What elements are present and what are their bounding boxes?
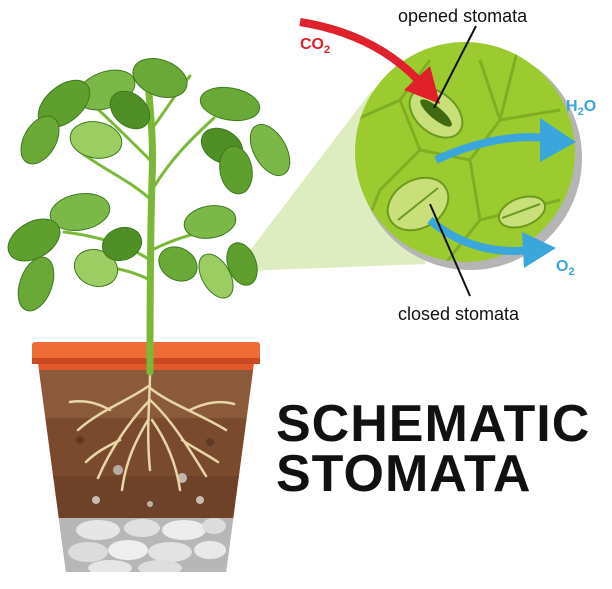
closed-stomata-label: closed stomata	[398, 304, 520, 324]
h2o-arrow	[434, 118, 576, 164]
title-line-1: SCHEMATIC	[276, 395, 591, 453]
o2-label: O2	[556, 258, 575, 279]
small-stoma	[497, 195, 547, 229]
opened-stomata-label: opened stomata	[398, 6, 528, 26]
roots	[68, 370, 236, 492]
h2o-label: H2O	[566, 98, 597, 119]
flower-pot	[32, 342, 260, 572]
opened-stoma	[408, 87, 464, 139]
co2-arrow	[299, 18, 440, 104]
stomata-closeup	[355, 42, 582, 270]
closed-leader-line	[429, 203, 471, 297]
plant-leaves	[7, 58, 291, 312]
co2-label: CO2	[300, 36, 331, 57]
opened-leader-line	[433, 25, 477, 109]
title-line-2: STOMATA	[276, 445, 532, 503]
